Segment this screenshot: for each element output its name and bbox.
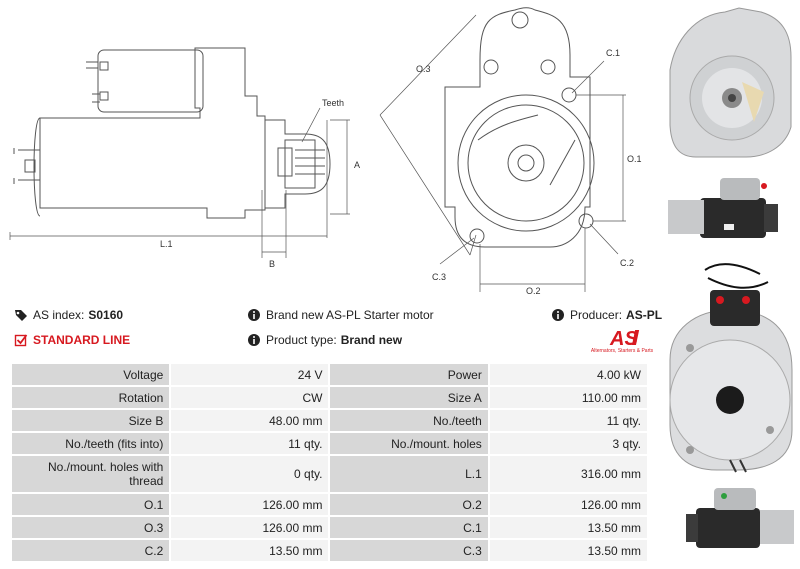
logo-tagline: Alternators, Starters & Parts [590,348,654,354]
o2-label: O.2 [526,286,541,296]
front-flange [444,7,591,248]
specs-table: Voltage 24 V Power 4.00 kW Rotation CW S… [10,362,649,563]
brand-description: Brand new AS-PL Starter motor [247,308,434,322]
table-row: No./teeth (fits into) 11 qty. No./mount.… [12,433,647,454]
spec-value: 110.00 mm [489,387,647,408]
o1-label: O.1 [627,154,642,164]
spec-value: 0 qty. [171,456,329,492]
svg-text:AS: AS [609,328,638,348]
spec-label: O.3 [12,517,170,538]
spec-value: 11 qty. [489,410,647,431]
standard-line-text: STANDARD LINE [33,333,131,347]
spec-label: C.3 [330,540,488,561]
product-info: AS index: S0160 STANDARD LINE Brand new … [14,306,662,356]
c3-label: C.3 [432,272,446,282]
spec-value: 11 qty. [171,433,329,454]
spec-label: Rotation [12,387,170,408]
as-index-label: AS index: [33,308,85,322]
as-logo-mark: AS [609,328,640,350]
spec-label: C.1 [330,517,488,538]
spec-label: No./teeth (fits into) [12,433,170,454]
spec-label: C.2 [12,540,170,561]
c1-label: C.1 [606,48,620,58]
size-a-label: A [354,160,360,170]
table-row: Size B 48.00 mm No./teeth 11 qty. [12,410,647,431]
spec-value: 316.00 mm [489,456,647,492]
as-pl-logo: AS Alternators, Starters & Parts [586,326,658,356]
spec-value: 126.00 mm [171,494,329,515]
o3-label: O.3 [416,64,431,74]
spec-label: Voltage [12,364,170,385]
spec-value: 3 qty. [489,433,647,454]
l1-label: L.1 [160,239,173,249]
info-icon [552,309,564,321]
spec-label: O.1 [12,494,170,515]
spec-label: Power [330,364,488,385]
table-row: C.2 13.50 mm C.3 13.50 mm [12,540,647,561]
c2-label: C.2 [620,258,634,268]
info-icon [248,334,260,346]
table-row: Voltage 24 V Power 4.00 kW [12,364,647,385]
spec-value: 4.00 kW [489,364,647,385]
spec-value: 24 V [171,364,329,385]
spec-value: 13.50 mm [489,517,647,538]
spec-value: 126.00 mm [489,494,647,515]
drive-nose [265,119,331,209]
technical-drawing: Teeth A B L.1 O.3 C.1 O.1 C.2 C.3 O.2 [9,7,642,296]
spec-value: 13.50 mm [489,540,647,561]
spec-label: No./teeth [330,410,488,431]
photo-side-view-2 [686,488,794,548]
spec-label: No./mount. holes [330,433,488,454]
table-row: O.1 126.00 mm O.2 126.00 mm [12,494,647,515]
as-index-value: S0160 [88,308,124,322]
producer: Producer: AS-PL [551,308,662,322]
producer-label: Producer: [570,308,623,322]
solenoid-body [97,49,204,113]
table-row: Rotation CW Size A 110.00 mm [12,387,647,408]
product-type-label: Product type: [266,333,337,347]
spec-label: No./mount. holes with thread [12,456,170,492]
producer-value: AS-PL [626,308,663,322]
size-b-label: B [269,259,275,269]
spec-label: O.2 [330,494,488,515]
table-row: O.3 126.00 mm C.1 13.50 mm [12,517,647,538]
spec-value: 126.00 mm [171,517,329,538]
spec-label: Size A [330,387,488,408]
standard-line-badge: STANDARD LINE [14,333,130,347]
table-row: No./mount. holes with thread 0 qty. L.1 … [12,456,647,492]
photo-rear-view [669,263,793,473]
photo-side-view [668,178,778,238]
product-photos [668,7,794,548]
product-type-value: Brand new [340,333,403,347]
teeth-label: Teeth [322,98,344,108]
brand-text: Brand new AS-PL Starter motor [266,308,434,322]
spec-value: 48.00 mm [171,410,329,431]
spec-label: L.1 [330,456,488,492]
product-type: Product type: Brand new [247,333,402,347]
spec-value: CW [171,387,329,408]
photo-front-view [669,7,792,158]
checkbox-icon [14,334,28,347]
info-icon [248,309,260,321]
spec-label: Size B [12,410,170,431]
motor-housing [39,47,266,219]
spec-value: 13.50 mm [171,540,329,561]
tag-icon [15,310,27,321]
as-index: AS index: S0160 [14,308,123,322]
